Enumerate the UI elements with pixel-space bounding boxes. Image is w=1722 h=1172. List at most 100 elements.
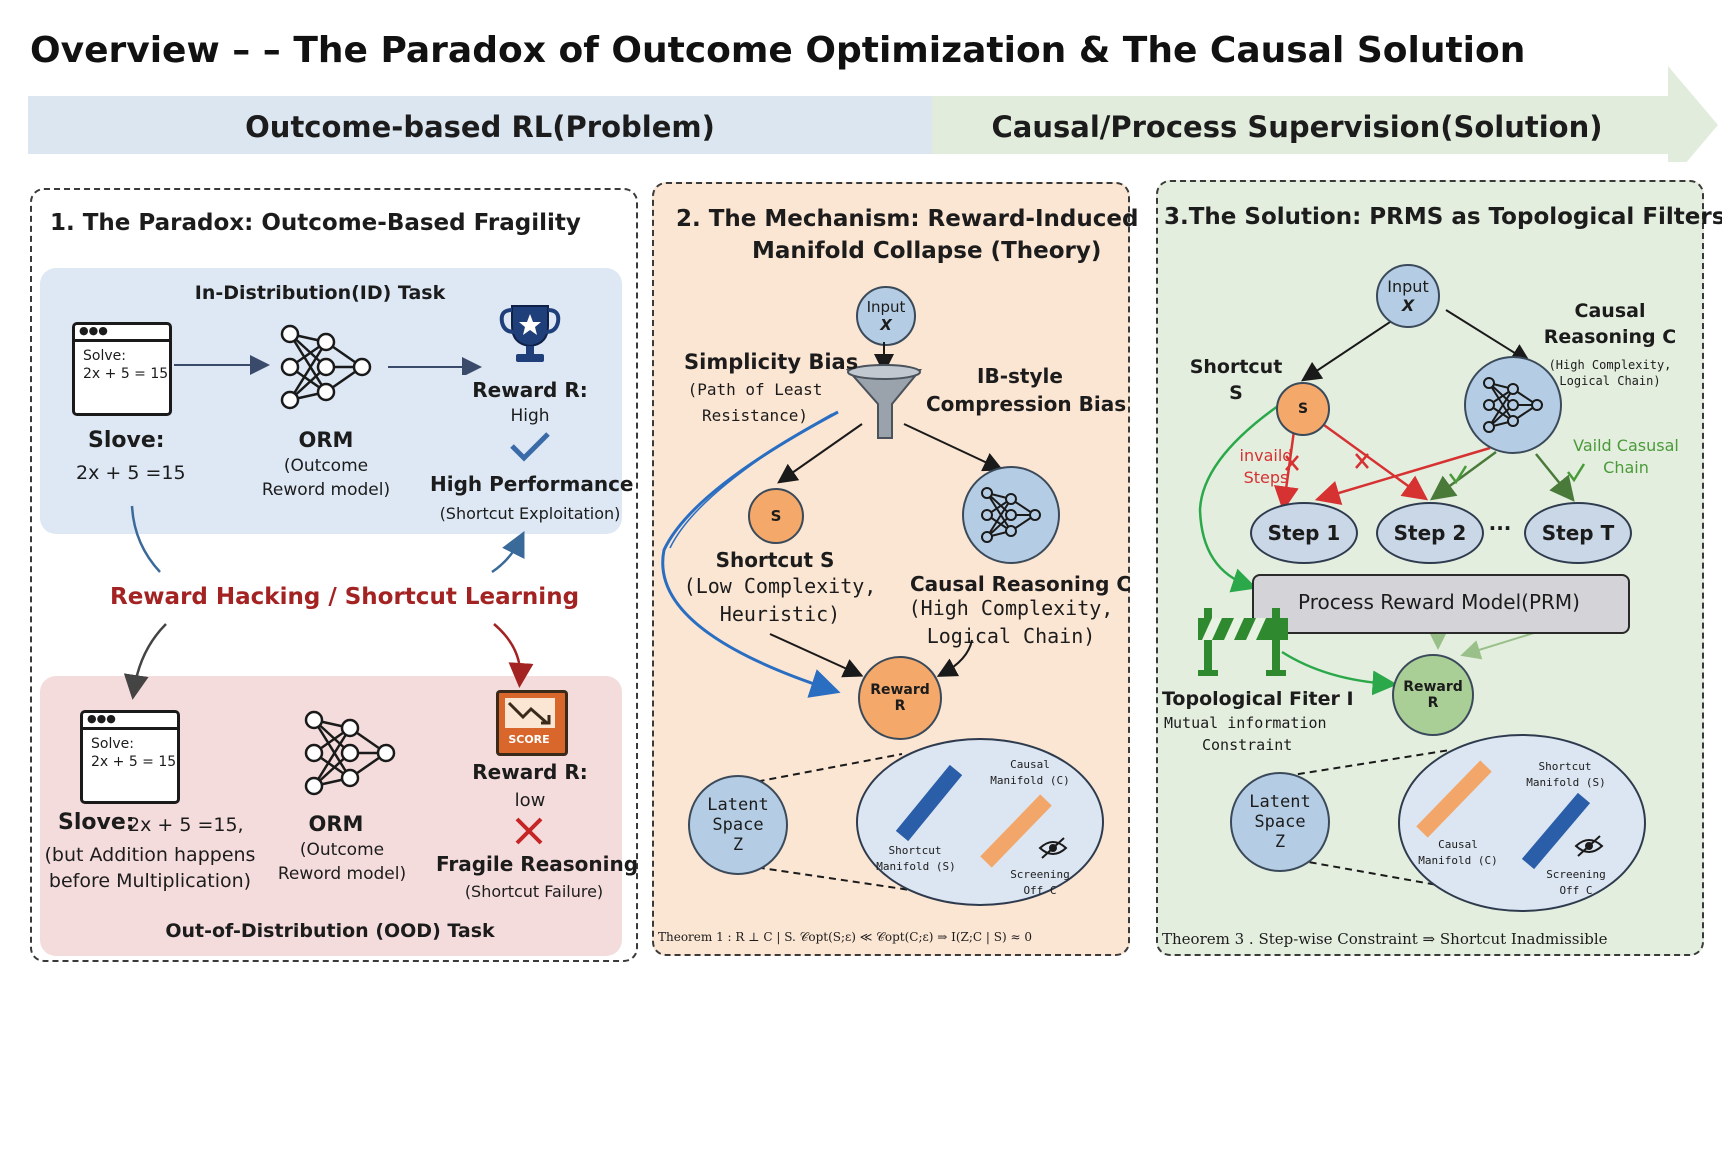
orm-network-icon-ood bbox=[304, 710, 396, 796]
causal-network-icon-solution bbox=[1483, 377, 1543, 433]
mechanism-graph bbox=[661, 342, 1004, 698]
path-least-1: (Path of Least bbox=[687, 380, 823, 399]
slove-answer-id: 2x + 5 =15 bbox=[76, 462, 186, 484]
valid-chain-label-1: Vaild Casusal bbox=[1573, 436, 1679, 455]
reward-low: low bbox=[514, 790, 546, 811]
ood-task-label: Out-of-Distribution (OOD) Task bbox=[165, 920, 495, 942]
score-label: SCORE bbox=[508, 733, 550, 746]
causal-manifold-label-2: Manifold (C) bbox=[990, 774, 1070, 787]
reward-high: High bbox=[510, 406, 550, 426]
input-node-mechanism: Input X bbox=[856, 286, 916, 346]
causal-sub-2: Logical Chain) bbox=[926, 624, 1096, 648]
manifold-bars-mechanism bbox=[895, 764, 1052, 868]
shortcut-manifold-label-1: Shortcut bbox=[888, 844, 942, 857]
orm-title-id: ORM bbox=[298, 428, 354, 452]
shortcut-label-solution-2: S bbox=[1229, 382, 1243, 404]
manifold-zoom-solution bbox=[1398, 734, 1646, 912]
solve-window-id: ●●● Solve: 2x + 5 = 15 bbox=[72, 322, 172, 416]
topological-filter-sub-1: Mutual information bbox=[1164, 714, 1327, 732]
reward-node-mechanism: Reward R bbox=[858, 656, 942, 740]
problem-banner-label: Outcome-based RL(Problem) bbox=[245, 110, 715, 144]
causal-sub-1: (High Complexity, bbox=[908, 596, 1114, 620]
reward-label-ood: Reward R: bbox=[472, 760, 588, 784]
prm-box bbox=[1252, 574, 1630, 634]
slove-label-id: Slove: bbox=[88, 428, 165, 453]
panel3-heading: 3.The Solution: PRMS as Topological Filt… bbox=[1164, 204, 1722, 230]
topological-filter-sub-2: Constraint bbox=[1202, 736, 1293, 754]
orm-sub2-id: Reword model) bbox=[261, 480, 391, 500]
trophy-icon bbox=[499, 305, 561, 362]
panel2-heading-1: 2. The Mechanism: Reward-Induced bbox=[676, 206, 1139, 232]
latent-space-node-solution: Latent Space Z bbox=[1230, 772, 1330, 872]
fragile-reasoning-sub: (Shortcut Failure) bbox=[464, 882, 604, 901]
phase-banner bbox=[28, 66, 1718, 162]
barrier-icon bbox=[1198, 608, 1288, 676]
eye-off-icon-solution bbox=[1574, 835, 1604, 857]
shortcut-manifold-solution-2: Manifold (S) bbox=[1526, 776, 1606, 789]
solve-equation: 2x + 5 = 15 bbox=[83, 366, 169, 382]
screening-label-1: Screening bbox=[1010, 868, 1070, 881]
path-least-2: Resistance) bbox=[702, 406, 808, 425]
latent-zoom-lines-solution bbox=[1285, 749, 1455, 889]
orm-sub1-id: (Outcome bbox=[283, 456, 369, 476]
causal-label-solution-1: Causal bbox=[1574, 300, 1646, 322]
theorem-3: Theorem 3 . Step-wise Constraint ⇒ Short… bbox=[1162, 930, 1608, 948]
ood-note-1: (but Addition happens bbox=[44, 844, 256, 866]
shortcut-label-mechanism: Shortcut S bbox=[715, 548, 835, 572]
topological-filter-title: Topological Fiter I bbox=[1162, 688, 1354, 710]
invalid-steps-label-2: Steps bbox=[1243, 468, 1289, 487]
panel2-heading-2: Manifold Collapse (Theory) bbox=[752, 238, 1102, 264]
manifold-zoom-mechanism bbox=[856, 738, 1104, 906]
id-task-label: In-Distribution(ID) Task bbox=[194, 282, 446, 304]
causal-sub-solution-1: (High Complexity, bbox=[1548, 358, 1672, 372]
prm-label: Process Reward Model(PRM) bbox=[1298, 590, 1580, 614]
reward-label-id: Reward R: bbox=[472, 378, 588, 402]
causal-sub-solution-2: Logical Chain) bbox=[1559, 374, 1661, 388]
screening-solution-2: Off C bbox=[1559, 884, 1593, 897]
id-flow-arrows bbox=[174, 355, 482, 375]
input-node-solution: Input X bbox=[1376, 264, 1440, 328]
fragile-reasoning-label: Fragile Reasoning bbox=[436, 852, 639, 876]
check-icon bbox=[510, 432, 550, 462]
causal-manifold-label-1: Causal bbox=[1010, 758, 1050, 771]
slove-label-ood: Slove: bbox=[58, 810, 135, 835]
step-t-node: Step T bbox=[1524, 502, 1632, 564]
step-1-node: Step 1 bbox=[1250, 502, 1358, 564]
solve-window-ood: ●●● Solve: 2x + 5 = 15 bbox=[80, 710, 180, 804]
ib-style-label-1: IB-style bbox=[977, 364, 1063, 388]
eye-off-icon bbox=[1038, 837, 1068, 859]
causal-manifold-solution-1: Causal bbox=[1438, 838, 1478, 851]
reward-hacking-label: Reward Hacking / Shortcut Learning bbox=[110, 584, 580, 610]
orm-title-ood: ORM bbox=[308, 812, 364, 836]
shortcut-node-mechanism: S bbox=[748, 488, 804, 544]
causal-label-solution-2: Reasoning C bbox=[1543, 326, 1677, 348]
causal-label-mechanism: Causal Reasoning C bbox=[910, 572, 1132, 596]
invalid-steps-label-1: invaild bbox=[1239, 446, 1293, 465]
ood-note-2: before Multiplication) bbox=[48, 870, 252, 892]
screening-label-2: Off C bbox=[1023, 884, 1057, 897]
high-performance-label: High Performance bbox=[430, 472, 634, 496]
orm-network-icon bbox=[280, 324, 372, 410]
latent-space-node-mechanism: Latent Space Z bbox=[688, 775, 788, 875]
solution-graph bbox=[1198, 309, 1586, 696]
score-icon: SCORE bbox=[496, 690, 568, 756]
solve-label: Solve: bbox=[83, 348, 126, 364]
causal-node-solution bbox=[1464, 356, 1562, 454]
manifold-bars-solution bbox=[1416, 760, 1591, 870]
shortcut-label-solution-1: Shortcut bbox=[1189, 356, 1283, 378]
causal-node-mechanism bbox=[962, 466, 1060, 564]
panel1-heading: 1. The Paradox: Outcome-Based Fragility bbox=[50, 210, 581, 236]
ib-style-label-2: Compression Bias bbox=[926, 392, 1127, 416]
page-title: Overview – – The Paradox of Outcome Opti… bbox=[30, 30, 1526, 71]
causal-manifold-solution-2: Manifold (C) bbox=[1418, 854, 1498, 867]
orm-sub1-ood: (Outcome bbox=[299, 840, 385, 860]
cross-icon bbox=[515, 817, 543, 845]
theorem-1: Theorem 1 : R ⊥ C | S. 𝒞opt(S;ε) ≪ 𝒞opt(… bbox=[658, 930, 1032, 944]
hacking-arrows bbox=[123, 505, 534, 700]
simplicity-bias-label: Simplicity Bias bbox=[684, 350, 859, 374]
shortcut-manifold-label-2: Manifold (S) bbox=[876, 860, 956, 873]
shortcut-manifold-solution-1: Shortcut bbox=[1538, 760, 1592, 773]
orm-sub2-ood: Reword model) bbox=[277, 864, 407, 884]
slove-answer-ood: 2x + 5 =15, bbox=[128, 814, 244, 836]
solution-banner-label: Causal/Process Supervision(Solution) bbox=[991, 110, 1603, 144]
